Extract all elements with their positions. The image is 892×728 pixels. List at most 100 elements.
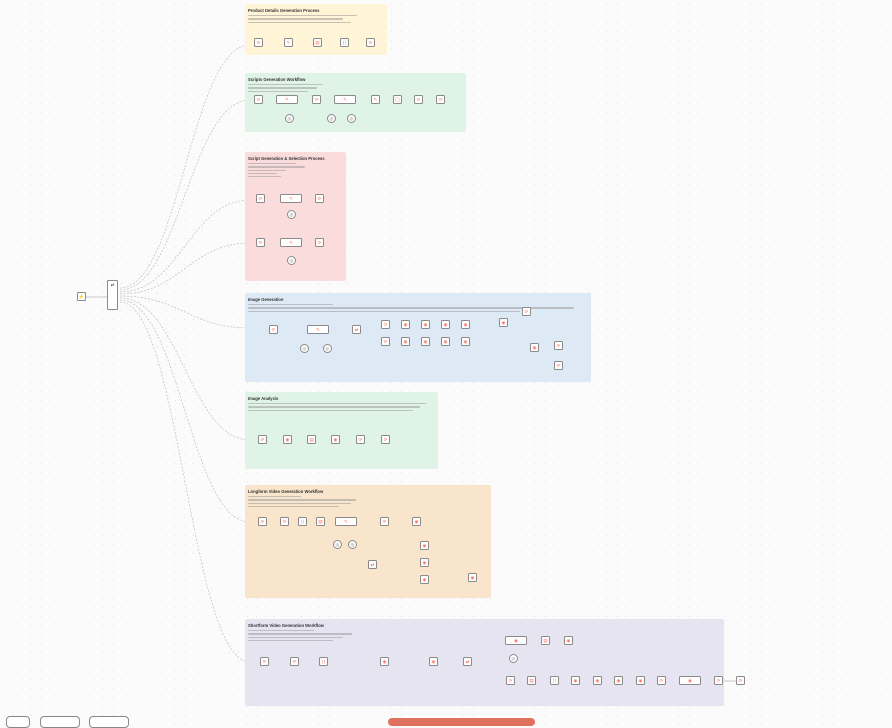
workflow-node[interactable]: ◉ (530, 343, 539, 352)
workflow-node[interactable]: ⟳ (380, 517, 389, 526)
workflow-node[interactable]: ◉ (420, 541, 429, 550)
model-node[interactable]: ◎ (287, 210, 296, 219)
workflow-node[interactable]: ◉ (429, 657, 438, 666)
workflow-node[interactable]: ⟳ (254, 95, 263, 104)
workflow-node[interactable]: ⟳ (736, 676, 745, 685)
ai-agent-node[interactable]: ✎ (307, 325, 329, 334)
note-shortform-video[interactable]: Shortform Video Generation Workflow (245, 619, 724, 706)
model-node[interactable]: ◎ (509, 654, 518, 663)
workflow-node[interactable]: ⟳ (254, 38, 263, 47)
workflow-node[interactable]: ◉ (420, 558, 429, 567)
workflow-node[interactable]: ⟳ (315, 194, 324, 203)
workflow-node[interactable]: ⟳ (381, 320, 390, 329)
model-node[interactable]: ◎ (300, 344, 309, 353)
workflow-node[interactable]: ◉ (593, 676, 602, 685)
workflow-node[interactable]: ◉ (331, 435, 340, 444)
workflow-node[interactable]: ⟳ (381, 337, 390, 346)
note-image-generation[interactable]: Image Generation (245, 293, 591, 382)
note-longform-video[interactable]: Longform Video Generation Workflow (245, 485, 491, 598)
workflow-node[interactable]: ⟳ (554, 341, 563, 350)
ai-agent-node[interactable]: ◉ (679, 676, 701, 685)
workflow-node[interactable]: ▤ (316, 517, 325, 526)
workflow-node[interactable]: ⟳ (356, 435, 365, 444)
workflow-node[interactable]: ⟳ (312, 95, 321, 104)
model-node[interactable]: ◎ (327, 114, 336, 123)
workflow-node[interactable]: ⟳ (414, 95, 423, 104)
workflow-node[interactable]: ⇄ (463, 657, 472, 666)
ai-agent-node[interactable]: ✎ (280, 238, 302, 247)
execute-workflow-button[interactable] (388, 718, 535, 726)
workflow-node[interactable]: ◉ (571, 676, 580, 685)
workflow-node[interactable]: ⟳ (258, 435, 267, 444)
workflow-node[interactable]: ⟨⟩ (298, 517, 307, 526)
workflow-node[interactable]: ◉ (636, 676, 645, 685)
workflow-node[interactable]: ⟳ (290, 657, 299, 666)
workflow-node[interactable]: ⟳ (714, 676, 723, 685)
workflow-node[interactable]: ⟳ (258, 517, 267, 526)
workflow-node[interactable]: ◉ (441, 320, 450, 329)
workflow-node[interactable]: ⟨⟩ (550, 676, 559, 685)
model-node[interactable]: ◎ (347, 114, 356, 123)
workflow-node[interactable]: ⟳ (506, 676, 515, 685)
workflow-node[interactable]: ◉ (461, 337, 470, 346)
workflow-node[interactable]: ◉ (401, 320, 410, 329)
workflow-node[interactable]: ⟨⟩ (340, 38, 349, 47)
workflow-node[interactable]: ⟳ (256, 238, 265, 247)
ai-agent-node[interactable]: ✎ (280, 194, 302, 203)
workflow-node[interactable]: ⟳ (436, 95, 445, 104)
model-node[interactable]: ◎ (348, 540, 357, 549)
note-product-details[interactable]: Product Details Generation Process (245, 4, 387, 55)
workflow-node[interactable]: ◉ (499, 318, 508, 327)
workflow-node[interactable]: ⟳ (554, 361, 563, 370)
zoom-out-button[interactable] (89, 716, 129, 728)
workflow-node[interactable]: ⟳ (315, 238, 324, 247)
workflow-node[interactable]: ✎ (284, 38, 293, 47)
workflow-node[interactable]: ⟳ (522, 307, 531, 316)
workflow-node[interactable]: ⟨⟩ (319, 657, 328, 666)
workflow-node[interactable]: ▤ (307, 435, 316, 444)
workflow-node[interactable]: ◉ (412, 517, 421, 526)
note-title: Product Details Generation Process (248, 8, 320, 13)
workflow-node[interactable]: ◉ (401, 337, 410, 346)
ai-agent-node[interactable]: ◉ (505, 636, 527, 645)
workflow-node[interactable]: ◉ (420, 575, 429, 584)
note-image-analysis[interactable]: Image Analysis (245, 392, 438, 469)
workflow-node[interactable]: ◉ (614, 676, 623, 685)
workflow-node[interactable]: ⟳ (366, 38, 375, 47)
workflow-node[interactable]: ⟳ (280, 517, 289, 526)
workflow-node[interactable]: ⟳ (269, 325, 278, 334)
workflow-node[interactable]: ◉ (380, 657, 389, 666)
ai-agent-node[interactable]: ✎ (335, 517, 357, 526)
model-node[interactable]: ◎ (333, 540, 342, 549)
zoom-in-button[interactable] (40, 716, 80, 728)
workflow-node[interactable]: ⟳ (260, 657, 269, 666)
workflow-node[interactable]: ⟳ (381, 435, 390, 444)
ai-agent-node[interactable]: ✎ (334, 95, 356, 104)
workflow-node[interactable]: ⟳ (657, 676, 666, 685)
workflow-node[interactable]: ◉ (461, 320, 470, 329)
model-node[interactable]: ◎ (323, 344, 332, 353)
model-node[interactable]: ◎ (287, 256, 296, 265)
workflow-node[interactable]: ✎ (371, 95, 380, 104)
workflow-node[interactable]: ⟳ (256, 194, 265, 203)
workflow-node[interactable]: ▤ (541, 636, 550, 645)
workflow-node[interactable]: ◉ (421, 337, 430, 346)
workflow-node[interactable]: ◉ (421, 320, 430, 329)
workflow-node[interactable]: ⇄ (368, 560, 377, 569)
workflow-node[interactable]: ◉ (564, 636, 573, 645)
switch-icon: ⇄ (110, 282, 115, 287)
ai-agent-node[interactable]: ✎ (276, 95, 298, 104)
workflow-node[interactable]: ◉ (283, 435, 292, 444)
note-title: Shortform Video Generation Workflow (248, 623, 324, 628)
workflow-node[interactable]: ◉ (468, 573, 477, 582)
note-title: Script Generation & Selection Process (248, 156, 325, 161)
split-node[interactable]: ⇄ (352, 325, 361, 334)
switch-node[interactable]: ⇄ (107, 280, 118, 310)
workflow-node[interactable]: ▤ (313, 38, 322, 47)
zoom-fit-button[interactable] (6, 716, 30, 728)
workflow-node[interactable]: ▤ (527, 676, 536, 685)
model-node[interactable]: ◎ (285, 114, 294, 123)
trigger-node[interactable]: ⚡ (77, 292, 86, 301)
workflow-node[interactable]: ◉ (441, 337, 450, 346)
workflow-node[interactable]: ◯ (393, 95, 402, 104)
